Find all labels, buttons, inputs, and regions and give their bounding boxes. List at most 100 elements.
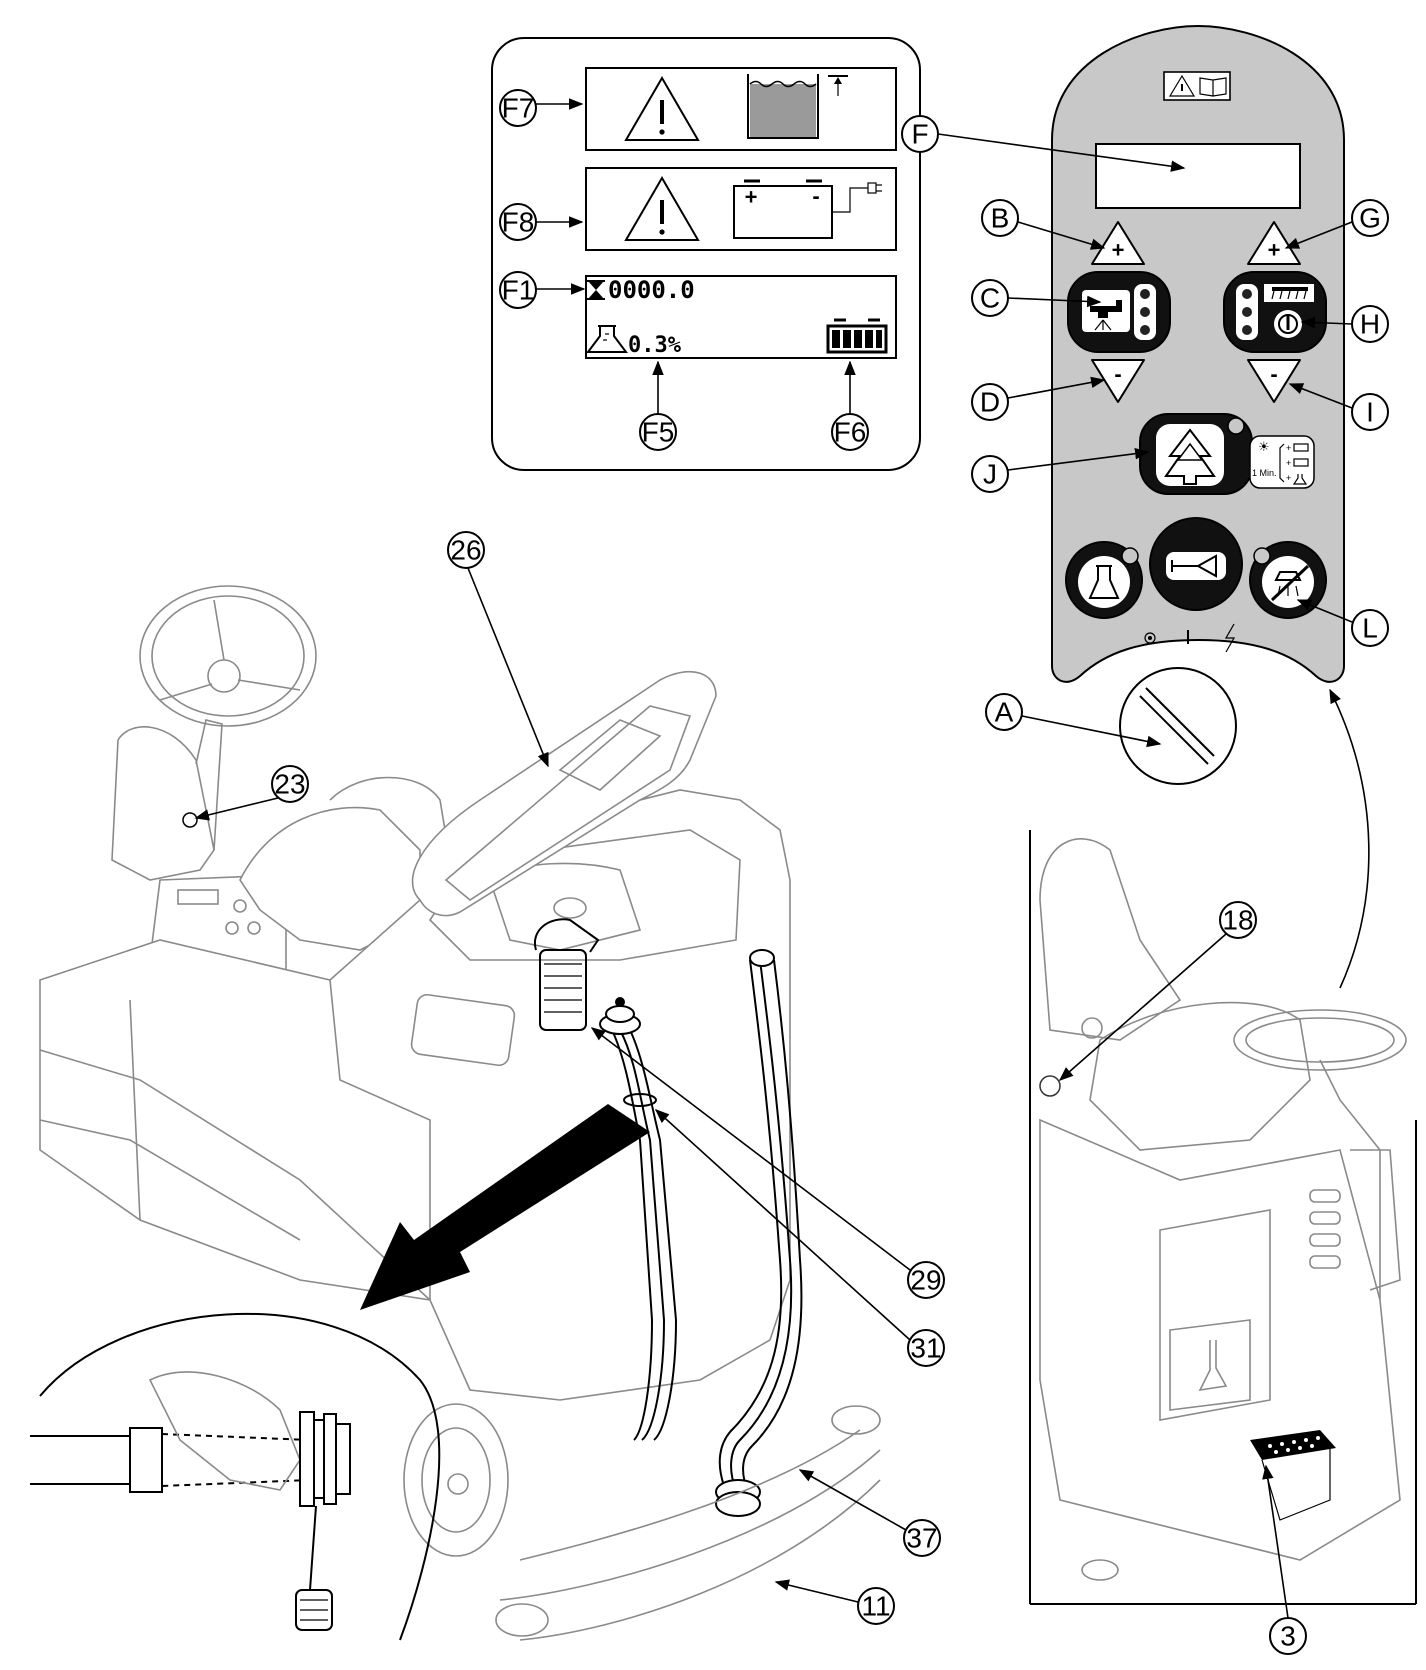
brush-minus-button[interactable]: -	[1247, 359, 1301, 403]
key-detail	[1119, 667, 1237, 785]
detergent-value: 0.3%	[628, 333, 682, 358]
hourglass-icon	[587, 280, 605, 300]
svg-text:F: F	[911, 119, 928, 150]
svg-text:H: H	[1360, 309, 1380, 340]
svg-text:F8: F8	[502, 207, 535, 238]
lcd-screen: 0000.0 0.3%	[585, 275, 897, 359]
horn-icon	[1166, 552, 1226, 580]
svg-text:L: L	[1362, 613, 1378, 644]
svg-text:+: +	[1268, 238, 1281, 263]
water-plus-button[interactable]: +	[1091, 221, 1145, 265]
callout-H: H	[1351, 305, 1389, 343]
callout-F8: F8	[499, 203, 537, 241]
warning-triangle-icon	[624, 176, 700, 241]
control-panel: + - +	[901, 24, 1389, 989]
callout-A: A	[985, 693, 1023, 731]
svg-text:J: J	[983, 459, 997, 490]
scrubber-machine	[39, 585, 881, 1641]
callout-L: L	[1351, 609, 1389, 647]
filter	[533, 918, 600, 1031]
svg-text:23: 23	[274, 769, 305, 800]
callout-B: B	[981, 199, 1019, 237]
tank-full-icon	[747, 74, 848, 139]
flask-icon	[1088, 565, 1120, 599]
battery-plug-icon: + -	[733, 179, 882, 239]
svg-text:F6: F6	[834, 417, 867, 448]
power-icon	[1274, 310, 1302, 338]
svg-text:F5: F5	[642, 417, 675, 448]
hose-zoom-detail	[30, 1312, 441, 1641]
callout-F5: F5	[639, 413, 677, 451]
squeegee	[495, 1405, 881, 1641]
svg-text:-: -	[1270, 362, 1277, 387]
detergent-button[interactable]	[1065, 541, 1143, 619]
svg-text:11: 11	[861, 1591, 890, 1622]
svg-text:F7: F7	[502, 93, 535, 124]
callout-26: 26	[447, 531, 485, 569]
svg-text:3: 3	[1280, 1621, 1296, 1652]
svg-text:+: +	[745, 185, 758, 210]
display-detail-box: + - 0000.0 0.3	[491, 37, 921, 471]
svg-text:D: D	[980, 387, 1000, 418]
drain-hose	[599, 997, 678, 1441]
callout-23: 23	[271, 765, 309, 803]
svg-text:18: 18	[1222, 905, 1253, 936]
svg-text:F1: F1	[502, 275, 535, 306]
callout-37: 37	[903, 1519, 941, 1557]
callout-29: 29	[907, 1261, 945, 1299]
vacuum-button[interactable]	[1249, 541, 1327, 619]
hour-meter-value: 0000.0	[608, 276, 695, 304]
callout-J: J	[971, 455, 1009, 493]
pedal-icon	[1250, 1430, 1336, 1521]
svg-text:☀: ☀	[1258, 439, 1270, 454]
svg-text:G: G	[1359, 203, 1381, 234]
svg-text:B: B	[991, 203, 1010, 234]
callout-F7: F7	[499, 89, 537, 127]
callout-G: G	[1351, 199, 1389, 237]
callout-F6: F6	[831, 413, 869, 451]
eco-tree-icon	[1156, 424, 1224, 486]
svg-text:+: +	[1286, 443, 1291, 453]
svg-text:I: I	[1366, 397, 1374, 428]
svg-text:+: +	[1286, 458, 1291, 468]
svg-text:26: 26	[450, 535, 481, 566]
manual-book-icon	[1163, 71, 1231, 101]
key-switch-symbols	[1144, 623, 1236, 653]
brush-level-leds	[1236, 284, 1258, 340]
svg-text:-: -	[812, 184, 819, 209]
battery-alarm-row: + -	[585, 167, 897, 251]
horn-button[interactable]	[1149, 517, 1243, 611]
callout-C: C	[971, 279, 1009, 317]
callout-D: D	[971, 383, 1009, 421]
svg-text:31: 31	[910, 1333, 941, 1364]
detergent-flask-icon	[586, 325, 628, 353]
svg-text:29: 29	[910, 1265, 941, 1296]
vacuum-off-icon	[1270, 564, 1310, 602]
callout-F: F	[901, 115, 939, 153]
warning-triangle-icon	[624, 76, 700, 141]
display-window	[1095, 143, 1301, 209]
callout-11: 11	[857, 1587, 895, 1625]
callout-31: 31	[907, 1329, 945, 1367]
callout-I: I	[1351, 393, 1389, 431]
svg-text:C: C	[980, 283, 1000, 314]
battery-level-icon	[826, 318, 888, 354]
timer-label: 1 Min.	[1252, 468, 1277, 478]
svg-text:37: 37	[906, 1523, 937, 1554]
callout-F1: F1	[499, 271, 537, 309]
svg-text:-: -	[1114, 362, 1121, 387]
water-tap-icon	[1082, 290, 1130, 332]
brush-button[interactable]	[1223, 271, 1327, 353]
brush-icon	[1264, 284, 1314, 302]
svg-text:A: A	[995, 697, 1014, 728]
callout-3: 3	[1269, 1617, 1307, 1655]
tank-full-alarm-row	[585, 67, 897, 151]
water-level-leds	[1134, 284, 1156, 340]
zoom-arrow	[360, 1104, 650, 1310]
eco-button[interactable]	[1139, 413, 1253, 495]
callout-18: 18	[1219, 901, 1257, 939]
water-button[interactable]	[1067, 271, 1171, 353]
svg-text:+: +	[1112, 238, 1125, 263]
tank-lid	[411, 671, 717, 917]
